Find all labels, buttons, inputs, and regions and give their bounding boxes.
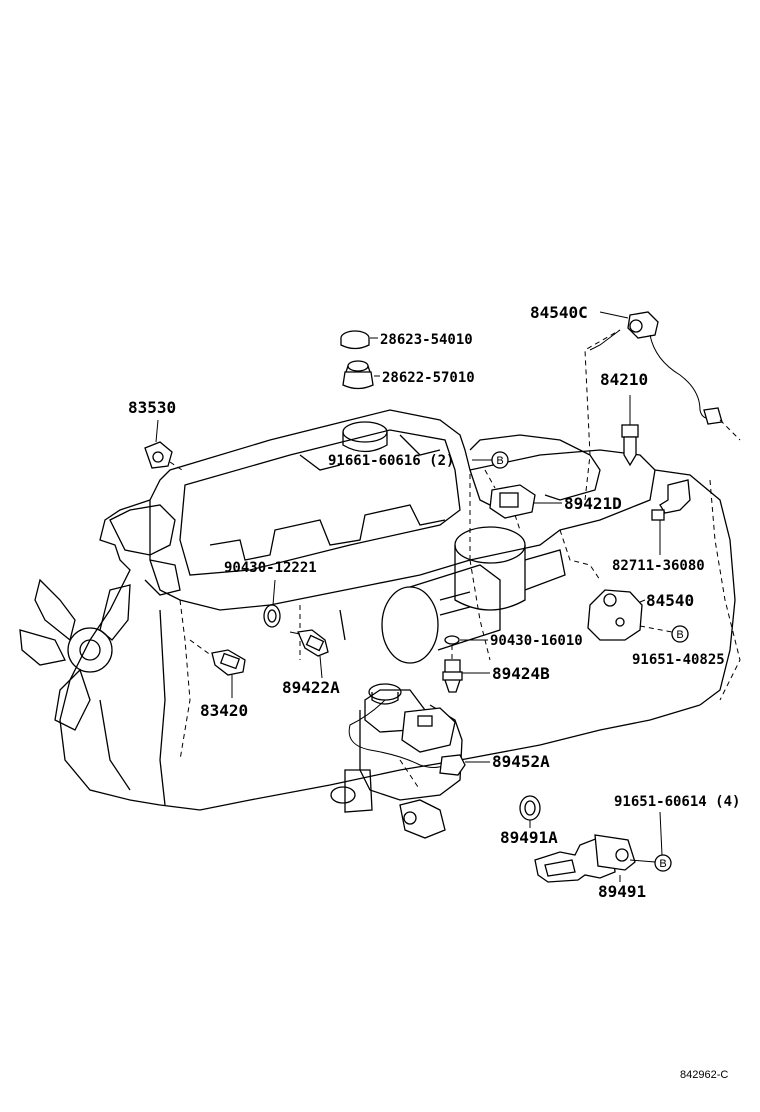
part-sensor-84210 bbox=[621, 395, 639, 467]
part-sensor-89424B bbox=[442, 645, 490, 693]
engine-block-outline bbox=[19, 329, 741, 839]
label-89491: 89491 bbox=[598, 882, 646, 901]
label-83420: 83420 bbox=[200, 701, 248, 720]
part-cap-28623 bbox=[340, 330, 370, 350]
leader-lines bbox=[370, 311, 629, 461]
part-boot-28622 bbox=[342, 360, 374, 390]
part-sensor-89421D bbox=[484, 469, 562, 531]
label-84210: 84210 bbox=[600, 370, 648, 389]
label-83530: 83530 bbox=[128, 398, 176, 417]
label-89422A: 89422A bbox=[282, 678, 340, 697]
part-bracket-82711 bbox=[651, 479, 691, 555]
part-washer-89491A bbox=[519, 795, 541, 828]
part-sensor-84540 bbox=[587, 589, 673, 641]
b-mark-1: B bbox=[496, 455, 503, 467]
label-28623-54010: 28623-54010 bbox=[380, 332, 473, 348]
part-switch-83530 bbox=[144, 419, 186, 473]
label-90430-16010: 90430-16010 bbox=[490, 633, 583, 649]
label-28622-57010: 28622-57010 bbox=[382, 370, 475, 386]
b-mark-2: B bbox=[676, 629, 683, 641]
label-82711-36080: 82711-36080 bbox=[612, 558, 705, 574]
label-84540: 84540 bbox=[646, 591, 694, 610]
label-91661-60616: 91661-60616 (2) bbox=[328, 453, 454, 469]
diagram-reference-code: 842962-C bbox=[680, 1069, 728, 1081]
label-91651-40825: 91651-40825 bbox=[632, 652, 725, 668]
b-mark-3: B bbox=[659, 858, 666, 870]
label-89452A: 89452A bbox=[492, 752, 550, 771]
part-sensor-89491 bbox=[534, 811, 663, 883]
part-gasket-90430-12221 bbox=[263, 579, 281, 628]
part-gasket-90430-16010 bbox=[444, 635, 488, 645]
part-connector-84540C bbox=[627, 311, 741, 441]
label-89491A: 89491A bbox=[500, 828, 558, 847]
part-sensor-89422A bbox=[289, 629, 329, 679]
part-sensor-89452A bbox=[348, 699, 490, 776]
label-84540C: 84540C bbox=[530, 303, 588, 322]
label-89421D: 89421D bbox=[564, 494, 622, 513]
label-89424B: 89424B bbox=[492, 664, 550, 683]
part-labels: 84540C 28623-54010 28622-57010 84210 835… bbox=[128, 303, 740, 1081]
label-91651-60614: 91651-60614 (4) bbox=[614, 794, 740, 810]
b-mark-group bbox=[491, 451, 689, 872]
part-sensor-83420 bbox=[189, 639, 246, 698]
label-90430-12221: 90430-12221 bbox=[224, 560, 317, 576]
